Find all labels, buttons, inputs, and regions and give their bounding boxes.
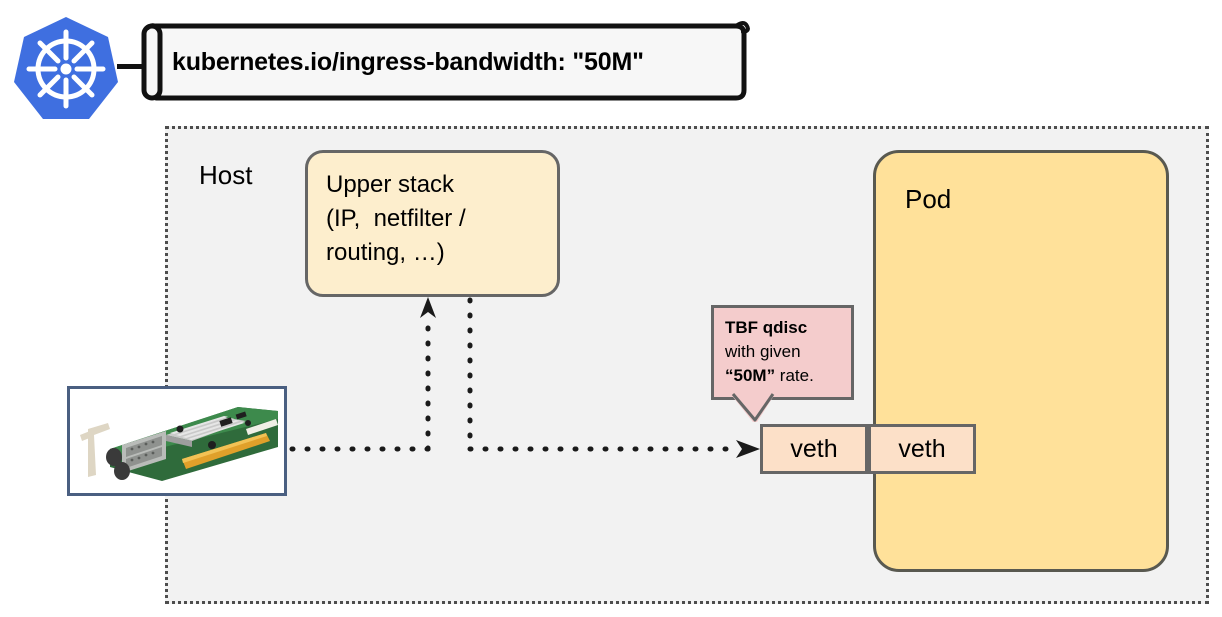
upper-stack-box: Upper stack (IP, netfilter / routing, …) <box>305 150 560 297</box>
pod-box <box>873 150 1169 572</box>
network-interface-card-image <box>67 386 287 496</box>
upper-stack-line-3: routing, …) <box>326 239 445 267</box>
tbf-line-2: with given <box>725 342 801 362</box>
tbf-rate-value: “50M” <box>725 366 776 386</box>
veth-box-host: veth <box>760 424 868 474</box>
pod-label: Pod <box>905 184 952 214</box>
upper-stack-line-1: Upper stack <box>326 171 455 198</box>
upper-stack-text: Upper stack (IP, netfilter / routing, …) <box>326 168 549 270</box>
annotation-note: kubernetes.io/ingress-bandwidth: "50M" <box>138 18 752 106</box>
kubernetes-logo-icon <box>12 14 120 124</box>
tbf-callout-tail <box>731 393 775 422</box>
upper-stack-line-2: (IP, netfilter / <box>326 205 466 233</box>
veth-box-pod: veth <box>868 424 976 474</box>
tbf-rate-suffix: rate. <box>775 366 814 386</box>
tbf-qdisc-callout: TBF qdisc with given “50M” rate. <box>711 305 854 400</box>
tbf-line-1: TBF qdisc <box>725 318 808 337</box>
logo-note-connector <box>117 64 147 69</box>
host-label: Host <box>199 160 253 190</box>
tbf-line-3: “50M” rate. <box>725 364 846 388</box>
tbf-callout-text: TBF qdisc with given “50M” rate. <box>725 316 846 388</box>
annotation-text: kubernetes.io/ingress-bandwidth: "50M" <box>172 47 644 76</box>
